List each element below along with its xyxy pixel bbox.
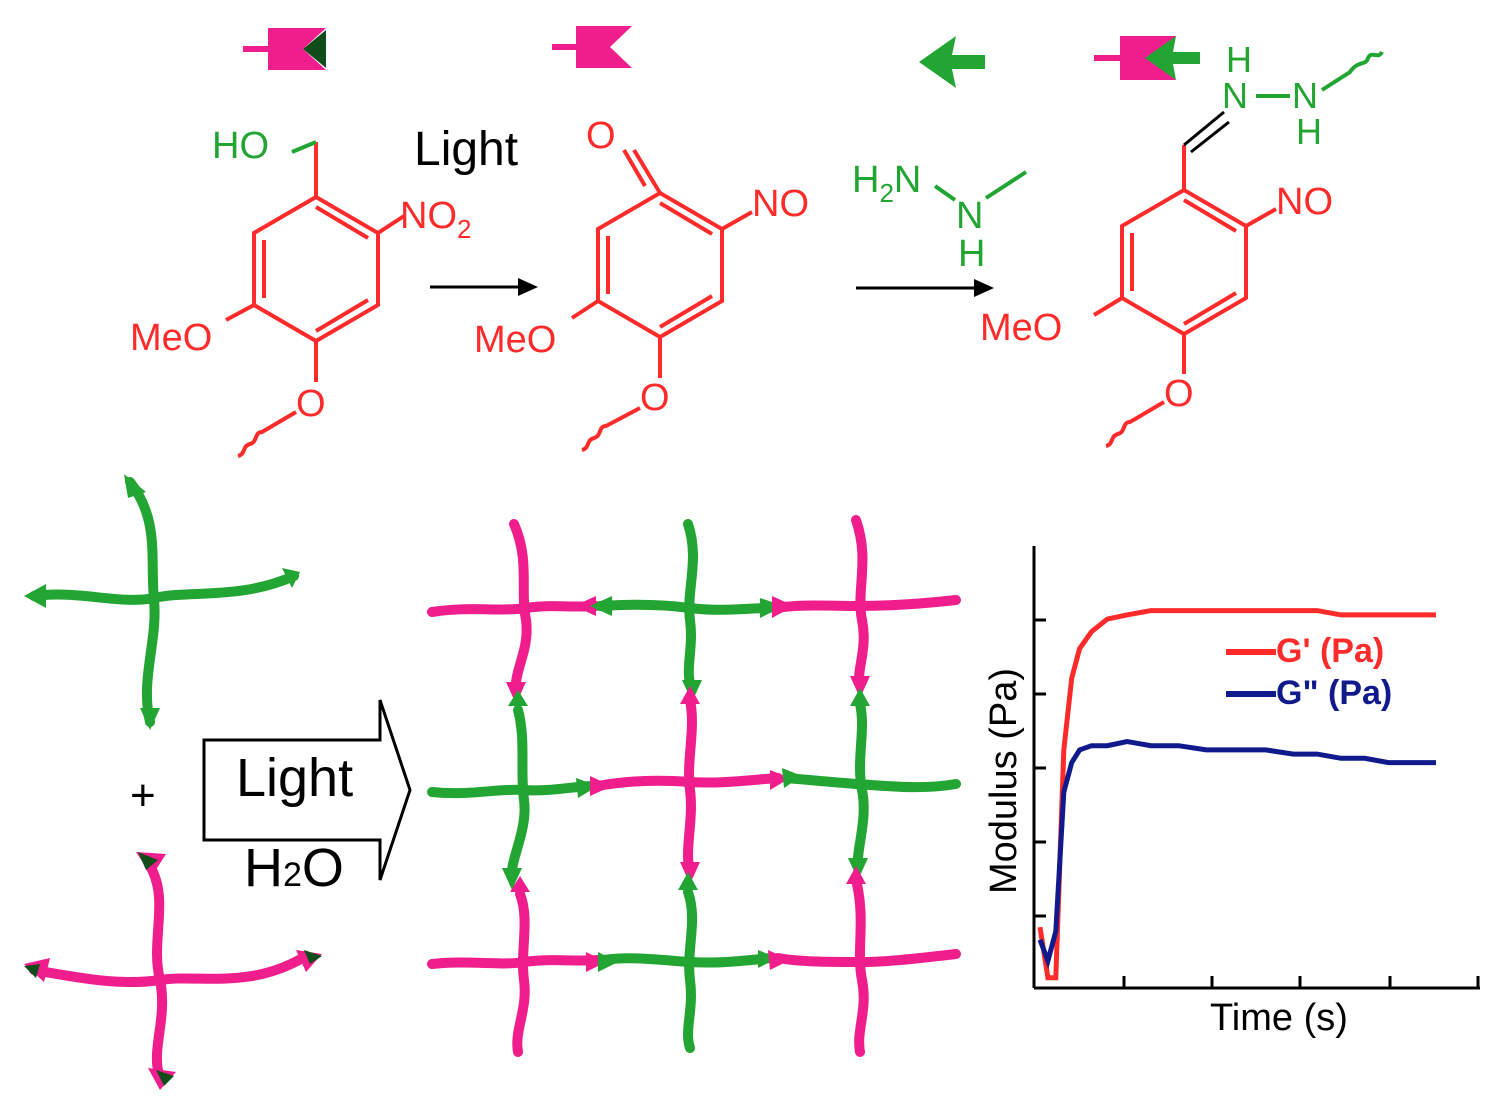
label-light-network: Light	[236, 748, 353, 808]
label-o: O	[1164, 373, 1194, 415]
chart-axes	[1032, 546, 1480, 990]
green-monomer-arrowheads	[24, 474, 300, 730]
label-h: H	[958, 233, 985, 275]
label-no2: NO2	[400, 195, 471, 244]
reaction-arrow-2	[856, 279, 994, 297]
chart-x-axis-label: Time (s)	[1210, 997, 1348, 1039]
structure-nitrosobenzaldehyde: O NO MeO O	[474, 115, 809, 452]
rheology-chart: G' (Pa) G" (Pa) Time (s) Modulus (Pa)	[983, 546, 1480, 1039]
label-h-bottom: H	[1296, 111, 1322, 152]
label-no: NO	[752, 183, 809, 225]
label-meo: MeO	[130, 317, 212, 359]
structure-nitrobenzyl-alcohol: HO NO2 MeO O	[130, 125, 471, 458]
label-carbonyl-o: O	[586, 115, 616, 157]
plus-sign: +	[130, 771, 156, 820]
label-h2n: H2N	[852, 159, 921, 208]
symbol-photolabile-pair	[243, 28, 326, 70]
chart-y-axis-label: Modulus (Pa)	[983, 668, 1025, 894]
label-no: NO	[1276, 181, 1333, 223]
structure-hydrazine: H2N N H	[852, 159, 1028, 275]
label-n-amine: N	[1292, 75, 1318, 116]
symbol-hydrazine-end	[919, 36, 985, 88]
hydrogel-network	[427, 515, 961, 1057]
label-o: O	[640, 377, 670, 419]
label-n-imine: N	[1222, 75, 1248, 116]
pink-monomer-end-caps	[24, 852, 322, 1090]
label-meo: MeO	[474, 319, 556, 361]
legend-label-g-double-prime: G" (Pa)	[1276, 674, 1392, 712]
chart-legend: G' (Pa) G" (Pa)	[1226, 632, 1392, 712]
legend-label-g-prime: G' (Pa)	[1276, 632, 1384, 670]
network-formation-arrow	[202, 699, 412, 881]
series-line-g-prime	[1037, 608, 1436, 981]
series-line-g-double-prime	[1037, 738, 1436, 970]
label-h2o: H2O	[244, 838, 344, 898]
label-ho: HO	[212, 125, 269, 167]
network-junction-arrows	[502, 596, 870, 972]
label-meo: MeO	[980, 307, 1062, 349]
label-n: N	[956, 195, 983, 237]
symbol-hydrazone-bond	[1094, 36, 1200, 80]
label-h-top: H	[1226, 39, 1252, 80]
label-light-step1: Light	[414, 123, 518, 176]
symbol-aldehyde-end	[552, 26, 632, 68]
reaction-arrow-1	[430, 278, 538, 296]
green-four-arm-monomer	[29, 477, 299, 727]
label-o: O	[296, 383, 326, 425]
pink-four-arm-monomer	[29, 861, 311, 1083]
structure-hydrazone-product: H N N H NO MeO O	[980, 39, 1384, 448]
